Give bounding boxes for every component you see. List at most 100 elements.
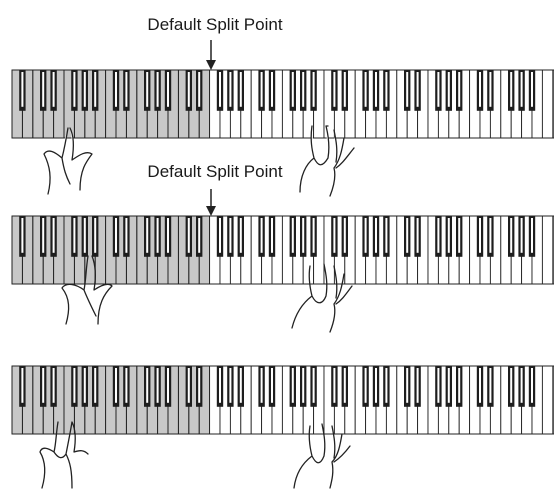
black-key-highlight bbox=[406, 368, 409, 403]
black-key-highlight bbox=[458, 368, 461, 403]
black-key-highlight bbox=[479, 72, 481, 107]
black-key-highlight bbox=[42, 368, 45, 403]
black-key-highlight bbox=[416, 368, 419, 403]
keyboard-frame bbox=[11, 365, 554, 435]
white-key bbox=[541, 365, 554, 435]
keyboard-3 bbox=[11, 365, 554, 435]
black-key-highlight bbox=[260, 218, 263, 253]
black-key-highlight bbox=[52, 368, 55, 403]
black-key-highlight bbox=[458, 218, 461, 253]
black-key-highlight bbox=[364, 368, 367, 403]
black-key-highlight bbox=[239, 218, 242, 253]
black-key-highlight bbox=[83, 218, 86, 253]
black-key-highlight bbox=[510, 368, 513, 403]
black-key-highlight bbox=[520, 72, 523, 107]
black-key-highlight bbox=[520, 368, 523, 403]
down-arrow-icon bbox=[206, 40, 216, 70]
hand-icon bbox=[43, 125, 355, 197]
black-key-highlight bbox=[167, 72, 169, 107]
split-point-label: Default Split Point bbox=[147, 15, 282, 34]
split-point-label: Default Split Point bbox=[147, 162, 282, 181]
black-key-highlight bbox=[479, 368, 481, 403]
black-key-highlight bbox=[94, 72, 97, 107]
black-key-highlight bbox=[458, 72, 461, 107]
black-key-highlight bbox=[42, 218, 45, 253]
black-key-highlight bbox=[510, 218, 513, 253]
black-key-highlight bbox=[125, 218, 128, 253]
black-key-highlight bbox=[416, 218, 419, 253]
black-key-highlight bbox=[531, 72, 533, 107]
black-key-highlight bbox=[156, 218, 159, 253]
black-key-highlight bbox=[375, 72, 377, 107]
black-key-highlight bbox=[271, 72, 273, 107]
black-key-highlight bbox=[115, 218, 117, 253]
black-key-highlight bbox=[531, 218, 533, 253]
black-key-highlight bbox=[343, 218, 346, 253]
black-key-highlight bbox=[520, 218, 523, 253]
black-key-highlight bbox=[489, 218, 492, 253]
black-key-highlight bbox=[406, 218, 409, 253]
black-key-highlight bbox=[333, 72, 336, 107]
black-key-highlight bbox=[447, 218, 450, 253]
black-key-highlight bbox=[125, 72, 128, 107]
black-key-highlight bbox=[364, 218, 367, 253]
black-key-highlight bbox=[333, 218, 336, 253]
black-key-highlight bbox=[343, 368, 346, 403]
black-key-highlight bbox=[21, 72, 24, 107]
black-key-highlight bbox=[447, 72, 450, 107]
black-key-highlight bbox=[198, 368, 201, 403]
black-key-highlight bbox=[198, 72, 201, 107]
black-key-highlight bbox=[52, 218, 55, 253]
black-key-highlight bbox=[21, 368, 24, 403]
black-key-highlight bbox=[510, 72, 513, 107]
black-key-highlight bbox=[531, 368, 533, 403]
black-key-highlight bbox=[73, 368, 76, 403]
black-key-highlight bbox=[302, 72, 305, 107]
keyboard-1 bbox=[11, 69, 554, 139]
keyboard-frame bbox=[11, 215, 554, 285]
black-key-highlight bbox=[229, 368, 232, 403]
black-key-highlight bbox=[271, 368, 273, 403]
white-key bbox=[541, 69, 554, 139]
black-key-highlight bbox=[302, 218, 305, 253]
black-key-highlight bbox=[94, 368, 97, 403]
black-key-highlight bbox=[312, 368, 315, 403]
black-key-highlight bbox=[291, 218, 294, 253]
black-key-highlight bbox=[167, 368, 169, 403]
black-key-highlight bbox=[239, 368, 242, 403]
white-key bbox=[541, 215, 554, 285]
black-key-highlight bbox=[83, 72, 86, 107]
black-key-highlight bbox=[385, 72, 388, 107]
black-key-highlight bbox=[219, 368, 221, 403]
black-key-highlight bbox=[156, 72, 159, 107]
black-key-highlight bbox=[239, 72, 242, 107]
black-key-highlight bbox=[291, 72, 294, 107]
black-key-highlight bbox=[312, 72, 315, 107]
keyboard-2 bbox=[11, 215, 554, 285]
black-key-highlight bbox=[167, 218, 169, 253]
black-key-highlight bbox=[156, 368, 159, 403]
black-key-highlight bbox=[73, 72, 76, 107]
black-key-highlight bbox=[375, 218, 377, 253]
black-key-highlight bbox=[187, 368, 190, 403]
black-key-highlight bbox=[94, 218, 97, 253]
black-key-highlight bbox=[125, 368, 128, 403]
split-label-group-2: Default Split Point bbox=[147, 162, 283, 216]
down-arrow-icon bbox=[206, 189, 216, 216]
black-key-highlight bbox=[343, 72, 346, 107]
hand-icon bbox=[39, 255, 353, 489]
black-key-highlight bbox=[364, 72, 367, 107]
black-key-highlight bbox=[437, 72, 440, 107]
black-key-highlight bbox=[219, 218, 221, 253]
black-key-highlight bbox=[52, 72, 55, 107]
black-key-highlight bbox=[437, 218, 440, 253]
black-key-highlight bbox=[42, 72, 45, 107]
black-key-highlight bbox=[302, 368, 305, 403]
black-key-highlight bbox=[219, 72, 221, 107]
black-key-highlight bbox=[83, 368, 86, 403]
black-key-highlight bbox=[437, 368, 440, 403]
black-key-highlight bbox=[333, 368, 336, 403]
black-key-highlight bbox=[291, 368, 294, 403]
black-key-highlight bbox=[198, 218, 201, 253]
